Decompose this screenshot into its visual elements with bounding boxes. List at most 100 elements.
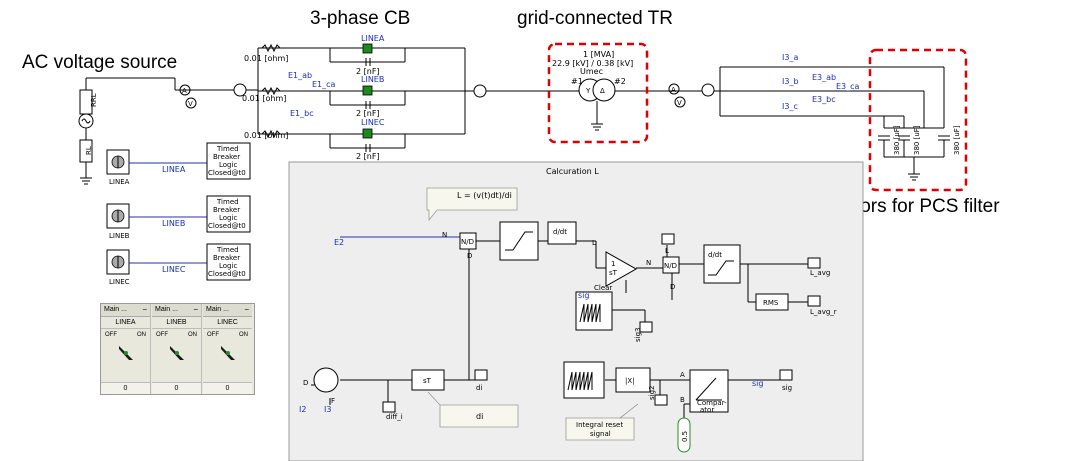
- logic-c-line1: Timed: [216, 246, 239, 254]
- calc-block-title: Calcuration L: [546, 167, 599, 176]
- divide-1-d: D: [467, 252, 472, 260]
- current-i3-b: I3_b: [782, 77, 799, 86]
- divide-2-d: D: [670, 283, 675, 291]
- calc-note-reset: [565, 403, 639, 441]
- divide-2-label: N/D: [664, 262, 677, 270]
- calc-note-di: [427, 391, 519, 428]
- signal-label-linec: LINEC: [162, 265, 186, 274]
- three-phase-breaker: [246, 43, 478, 152]
- tr-voltage: 22.9 [kV] / 0.38 [kV]: [552, 59, 633, 68]
- breaker-label-linea: LINEA: [361, 34, 385, 43]
- tr-rating: 1 [MVA]: [583, 50, 614, 59]
- label-l-avg: L_avg: [810, 269, 830, 277]
- integrator-clear: Clear: [594, 284, 612, 292]
- divide-1-label: N/D: [461, 238, 474, 246]
- divide-2-n: N: [646, 259, 651, 267]
- logic-c-line3: Logic: [219, 262, 237, 270]
- st-label: sT: [423, 377, 432, 385]
- rrl-label: RRL: [90, 93, 98, 107]
- comparator-block[interactable]: [689, 369, 729, 413]
- rotary-switch-icon[interactable]: [117, 344, 135, 362]
- label-l-avg-r: L_avg_r: [810, 308, 837, 316]
- svg-text:V: V: [677, 99, 682, 107]
- tr-highlight-box: [547, 42, 649, 144]
- minimize-icon[interactable]: −: [193, 305, 198, 314]
- minimize-icon[interactable]: −: [244, 305, 249, 314]
- comparator-label-2: ator: [700, 406, 714, 414]
- constant-0-5[interactable]: [677, 417, 691, 453]
- abs-block[interactable]: [615, 367, 651, 393]
- switch-label-lineb: LINEB: [109, 232, 130, 240]
- input-e2: E2: [334, 238, 344, 247]
- minimize-icon[interactable]: −: [142, 305, 147, 314]
- meter-l-avg: [807, 257, 821, 269]
- ddt-block-2[interactable]: [703, 244, 741, 284]
- breaker-linea[interactable]: [362, 43, 373, 54]
- rotary-switch-icon[interactable]: [168, 344, 186, 362]
- reset-note-1: Integral reset: [576, 421, 623, 429]
- st-block[interactable]: [411, 369, 445, 391]
- pcs-filter-highlight-box: [868, 48, 968, 192]
- input-i3: I3: [324, 405, 331, 414]
- divide-1-n: N: [442, 231, 447, 239]
- callout-3-phase-cb: 3-phase CB: [310, 8, 411, 29]
- breaker-label-lineb: LINEB: [361, 75, 384, 84]
- switch-label-linea: LINEA: [109, 178, 130, 186]
- logic-b-line4: Closed@t0: [208, 222, 246, 230]
- meter-sig3: [639, 321, 653, 333]
- logic-a-line2: Breaker: [213, 153, 240, 161]
- panel-col-title: Main ...−: [203, 304, 252, 317]
- timed-logic-a[interactable]: [106, 142, 251, 180]
- label-sig2: sig2: [648, 386, 656, 401]
- svg-text:A: A: [182, 87, 187, 95]
- input-i2: I2: [299, 405, 306, 414]
- breaker-linec[interactable]: [362, 128, 373, 139]
- logic-b-line3: Logic: [219, 214, 237, 222]
- divide-block-2[interactable]: [662, 256, 680, 274]
- summing-junction[interactable]: [313, 367, 339, 393]
- rl-impedance: [79, 139, 93, 163]
- ddt-2-label: d/dt: [708, 251, 722, 259]
- meter-sig2: [654, 394, 668, 406]
- ac-source[interactable]: RRL RL: [78, 77, 175, 185]
- cap-label-2: 380 [uF]: [913, 125, 921, 155]
- comparator-a: A: [680, 371, 685, 379]
- resistor-label-c: 0.01 [ohm]: [244, 131, 288, 140]
- tr-winding-2: #2: [614, 77, 626, 86]
- timed-logic-b[interactable]: [106, 195, 251, 233]
- cap-label-a: 2 [nF]: [356, 67, 380, 76]
- svg-text:V: V: [188, 100, 193, 108]
- sum-f: F: [331, 397, 335, 405]
- abs-label: |X|: [625, 377, 635, 385]
- ddt-block-1[interactable]: [547, 221, 577, 245]
- logic-c-line4: Closed@t0: [208, 270, 246, 278]
- integrator-block[interactable]: [605, 251, 638, 287]
- breaker-lineb[interactable]: [362, 85, 373, 96]
- current-i3-a: I3_a: [782, 53, 798, 62]
- timed-logic-c[interactable]: [106, 243, 251, 281]
- divide-block-1[interactable]: [459, 232, 477, 250]
- load-side: A V: [665, 66, 950, 181]
- cap-label-1: 380 [uF]: [893, 125, 901, 155]
- rms-block[interactable]: [755, 293, 789, 311]
- logic-a-line1: Timed: [216, 145, 239, 153]
- cap-label-c: 2 [nF]: [356, 152, 380, 161]
- signal-label-lineb: LINEB: [162, 219, 185, 228]
- signal-label-linea: LINEA: [162, 165, 186, 174]
- svg-text:Δ: Δ: [600, 87, 605, 95]
- cap-label-3: 380 [uF]: [953, 125, 961, 155]
- rotary-switch-icon[interactable]: [219, 344, 237, 362]
- panel-value: 0: [203, 382, 252, 394]
- logic-a-line4: Closed@t0: [208, 169, 246, 177]
- resistor-label-a: 0.01 [ohm]: [244, 54, 288, 63]
- integrator-num: 1: [611, 260, 615, 268]
- label-L-2: L: [592, 239, 596, 247]
- panel-col-name: LINEB: [152, 317, 201, 329]
- comparator-b: B: [680, 396, 685, 404]
